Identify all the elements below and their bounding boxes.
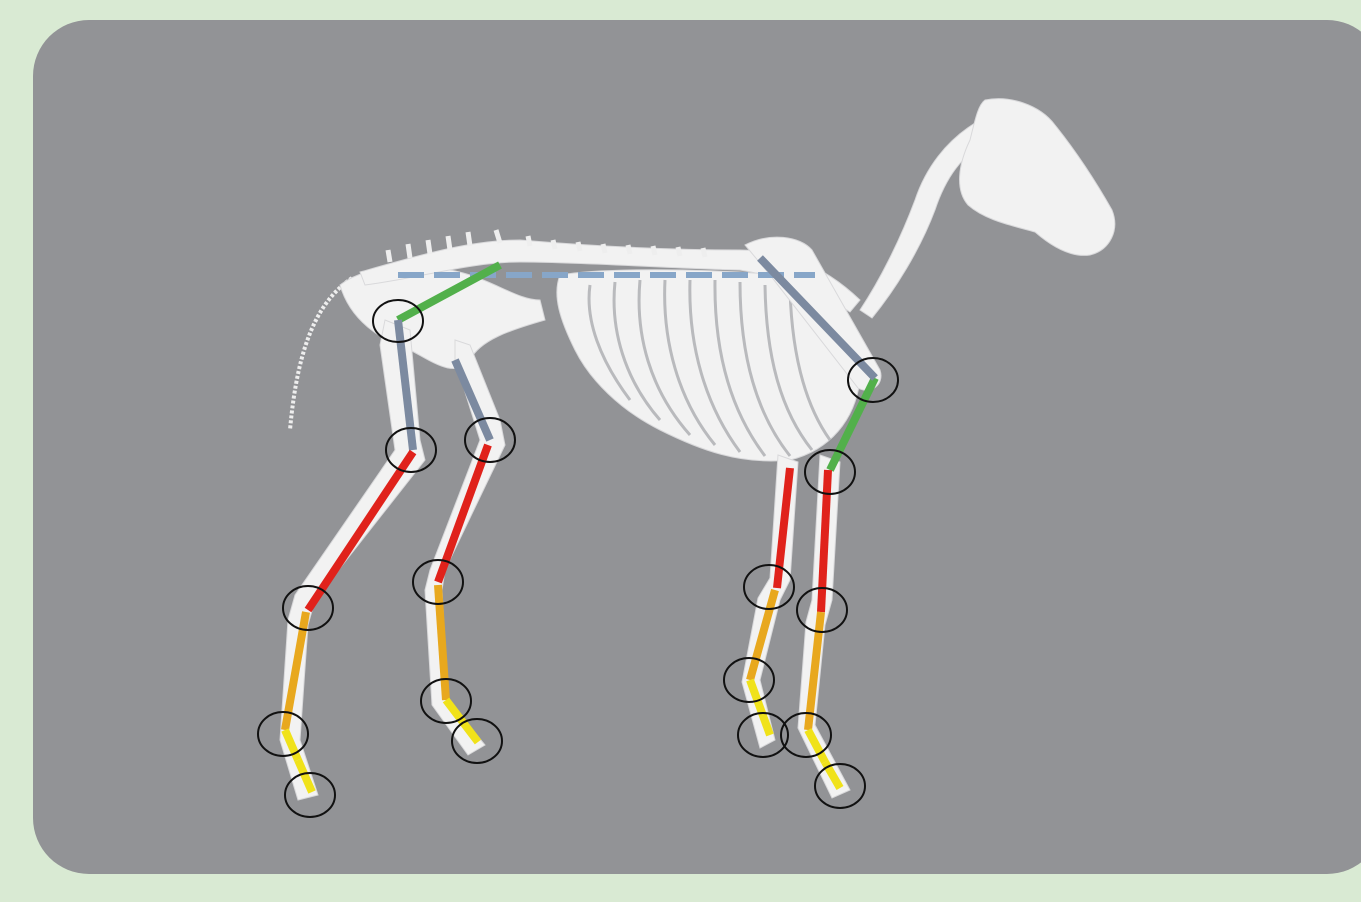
tibia-segment-left	[308, 452, 413, 610]
skull	[960, 99, 1115, 256]
horse-skeleton	[280, 99, 1115, 800]
hind-leg-right	[425, 340, 505, 755]
tail-bones	[290, 278, 352, 430]
